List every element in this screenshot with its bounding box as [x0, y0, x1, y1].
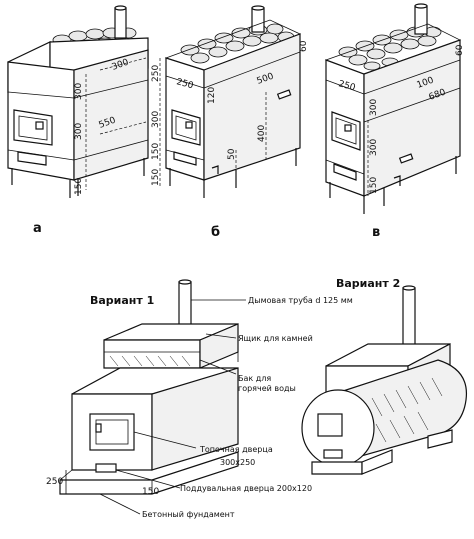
- stove-c-chimney: [414, 3, 428, 35]
- stove-c-dim-250: 250: [337, 79, 356, 93]
- stove-a-caption: а: [33, 221, 42, 236]
- label-water-tank-2: горячей воды: [238, 384, 296, 393]
- stove-b-dim-250-side: 250: [151, 65, 161, 82]
- variant-2-title: Вариант 2: [336, 277, 400, 290]
- variant-2-support-back: [427, 429, 453, 449]
- label-foundation: Бетонный фундамент: [142, 510, 235, 519]
- stove-b-chimney: [251, 5, 265, 33]
- variant-1-dim-150: 150: [142, 487, 159, 497]
- stove-b-ash-door: [173, 151, 197, 166]
- stove-b-side-face: [203, 33, 301, 181]
- stove-b-dim-150a: 150: [151, 143, 161, 160]
- variant-1-drawing: Вариант 1 250 150: [46, 279, 246, 515]
- variant-2-support-front: [311, 461, 363, 475]
- label-chimney: Дымовая труба d 125 мм: [248, 296, 353, 305]
- label-fire-door-1: Топочная дверца: [199, 445, 273, 454]
- variant-1-body-side: [151, 367, 239, 471]
- stove-b-caption: б: [211, 225, 220, 240]
- stove-c-ash-door: [333, 163, 357, 181]
- variant-1-title: Вариант 1: [90, 294, 154, 307]
- stove-a-dim-300-mid: 300: [74, 123, 84, 140]
- stove-b-fitting: [276, 89, 292, 100]
- variant-1-door-handle: [95, 423, 102, 433]
- stove-b-dim-120: 120: [207, 87, 217, 104]
- stove-b-dim-400: 400: [257, 125, 267, 142]
- stove-a-dim-300-side: 300: [74, 83, 84, 100]
- stove-b-tap: [211, 165, 219, 174]
- stove-b: 250 250 120 500 400 50 150 150 300 60 б: [151, 5, 309, 240]
- stove-a: 300 300 300 550 150 а: [7, 5, 149, 236]
- stove-c-dim-300b: 300: [369, 139, 379, 156]
- stove-c-tap: [393, 175, 401, 186]
- stove-b-dim-50: 50: [227, 148, 237, 160]
- label-ash-door: Поддувальная дверца 200х120: [180, 484, 312, 493]
- stove-b-dim-300: 300: [151, 111, 161, 128]
- stove-c: 60 100 680 250 300 300 150 в: [324, 3, 465, 240]
- stove-a-chimney: [114, 5, 127, 39]
- stove-b-dim-60: 60: [299, 40, 309, 52]
- stove-c-dim-300a: 300: [369, 99, 379, 116]
- variant-2-barrel-hatch: [371, 377, 443, 443]
- variant-2-drawing: Вариант 2: [301, 277, 468, 475]
- stove-c-door-handle: [344, 124, 352, 132]
- stove-a-dim-150: 150: [74, 178, 84, 195]
- variant-2-ash-door: [323, 449, 343, 459]
- label-stone-box: Ящик для камней: [238, 334, 313, 343]
- stove-c-dim-150: 150: [369, 177, 379, 194]
- variant-1-ash-door: [95, 463, 117, 473]
- label-fire-door-2: 300х250: [220, 458, 255, 467]
- stove-b-door-handle: [185, 121, 193, 129]
- stove-c-caption: в: [372, 225, 380, 240]
- stove-c-dim-60: 60: [455, 44, 465, 56]
- stove-a-door-handle: [35, 121, 44, 130]
- stove-b-dim-250-top: 250: [175, 77, 194, 91]
- stove-c-side-face: [363, 39, 461, 197]
- variant-1-dim-250: 250: [46, 477, 63, 487]
- variant-1-box-hatch: [109, 355, 191, 367]
- stove-a-ash-door: [17, 151, 47, 166]
- stove-b-dim-150b: 150: [151, 169, 161, 186]
- variant-2-fire-door: [317, 413, 343, 437]
- stove-c-fitting: [398, 153, 414, 164]
- stove-a-side-face: [73, 49, 149, 181]
- label-water-tank-1: Бак для: [238, 374, 271, 383]
